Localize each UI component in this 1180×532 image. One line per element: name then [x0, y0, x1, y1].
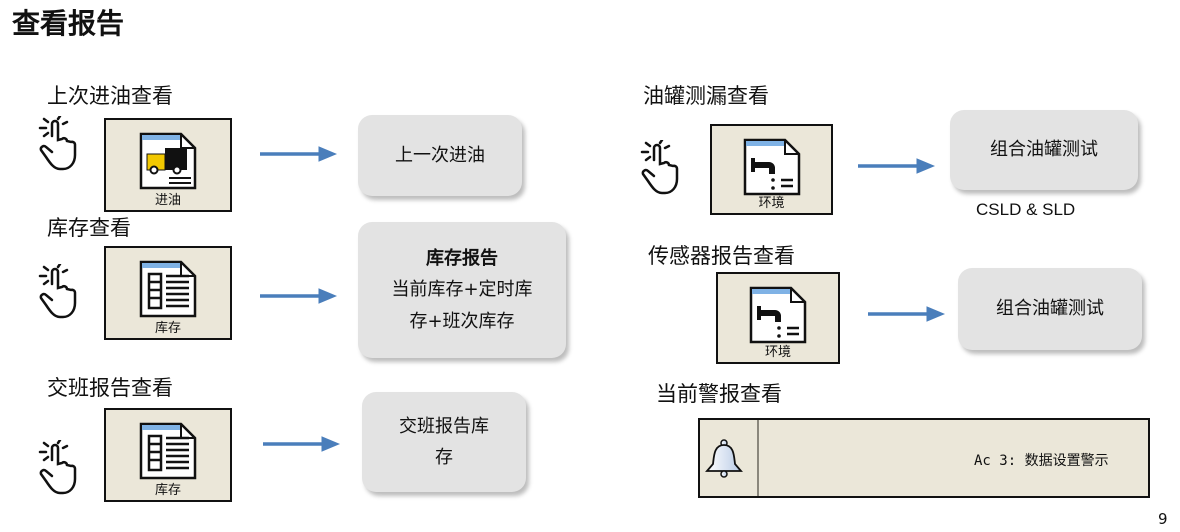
tap-hand-icon: [36, 440, 80, 496]
bell-icon: [705, 439, 743, 478]
section-heading-last-delivery: 上次进油查看: [47, 84, 173, 108]
result-text: 组合油罐测试: [996, 298, 1104, 320]
section-heading-current-alarms: 当前警报查看: [656, 382, 782, 406]
arrow-icon: [260, 286, 338, 306]
result-text: 组合油罐测试: [990, 139, 1098, 161]
result-text: 库存报告: [426, 247, 498, 269]
divider: [757, 420, 759, 496]
panel-label: 环境: [758, 196, 785, 211]
leak-test-note: CSLD & SLD: [976, 200, 1076, 219]
faucet-report-icon: [749, 286, 807, 344]
leak-test-result: 组合油罐测试: [950, 110, 1138, 190]
tap-hand-icon: [36, 116, 80, 172]
page-number: 9: [1158, 510, 1168, 528]
panel-label: 库存: [154, 321, 181, 336]
page-title: 查看报告: [12, 7, 125, 40]
arrow-icon: [868, 304, 946, 324]
faucet-report-icon: [743, 138, 801, 196]
inventory-report-result: 库存报告 当前库存+定时库 存+班次库存: [358, 222, 566, 358]
tap-hand-icon: [36, 264, 80, 320]
panel-label: 库存: [154, 483, 181, 498]
result-text: 上一次进油: [395, 144, 485, 166]
sensor-environment-panel-button[interactable]: 环境: [716, 272, 840, 364]
delivery-truck-report-icon: [139, 132, 197, 190]
alarm-bar[interactable]: Ac 3: 数据设置警示: [698, 418, 1150, 498]
sensor-report-result: 组合油罐测试: [958, 268, 1142, 350]
environment-panel-button[interactable]: 环境: [710, 124, 833, 215]
arrow-icon: [858, 156, 936, 176]
panel-label: 环境: [764, 345, 791, 360]
arrow-icon: [263, 434, 341, 454]
result-text: 存+班次库存: [409, 310, 515, 332]
tap-hand-icon: [638, 140, 682, 196]
shift-report-result: 交班报告库 存: [362, 392, 526, 492]
inventory-report-icon: [139, 422, 197, 480]
inventory-panel-button[interactable]: 库存: [104, 246, 232, 340]
section-heading-sensor-report: 传感器报告查看: [648, 244, 795, 268]
section-heading-leak-test: 油罐测漏查看: [643, 84, 769, 108]
delivery-panel-button[interactable]: 进油: [104, 118, 232, 212]
result-text: 当前库存+定时库: [391, 279, 533, 301]
last-delivery-result: 上一次进油: [358, 115, 522, 196]
arrow-icon: [260, 144, 338, 164]
result-text: 存: [435, 447, 453, 468]
alarm-message: Ac 3: 数据设置警示: [974, 453, 1109, 469]
inventory-report-icon: [139, 260, 197, 318]
shift-inventory-panel-button[interactable]: 库存: [104, 408, 232, 502]
panel-label: 进油: [154, 193, 181, 208]
section-heading-shift-report: 交班报告查看: [47, 376, 173, 400]
section-heading-inventory: 库存查看: [47, 216, 131, 240]
result-text: 交班报告库: [399, 415, 489, 437]
